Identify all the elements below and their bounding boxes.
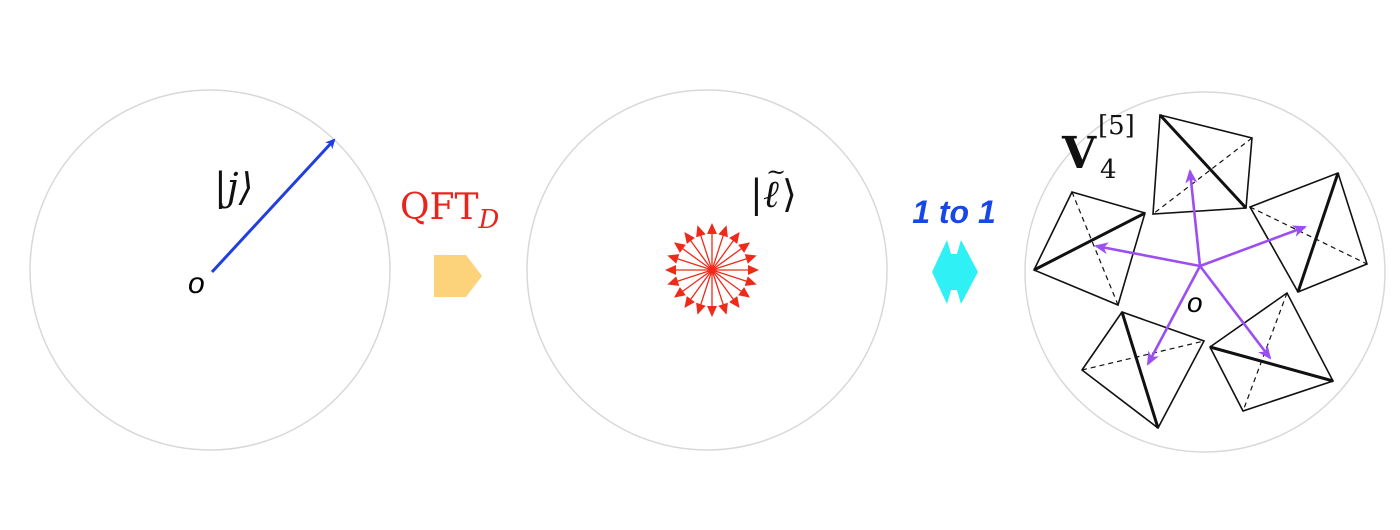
star-arrowhead (684, 296, 695, 309)
star-arrowhead (673, 242, 686, 253)
star-ray (699, 231, 713, 271)
panel-fourier-basis: | ℓ ~ ⟩ (526, 89, 888, 451)
ket-ell-tilde: ~ (766, 158, 786, 186)
qft-label: QFTD (400, 187, 500, 235)
star-ray (711, 231, 725, 271)
tetrahedron-2-icon (1248, 171, 1368, 294)
star-ray (699, 269, 713, 309)
state-circle-1 (29, 89, 391, 451)
ket-ell-tilde-label: | ℓ ~ ⟩ (750, 158, 797, 216)
star-arrowhead (707, 223, 717, 234)
panel-computational-basis: |j⟩ o (29, 89, 391, 451)
symbol-superscript: [5] (1098, 111, 1135, 141)
star-arrowhead (718, 225, 728, 238)
symbol-subscript: 4 (1100, 155, 1117, 185)
tetrahedron-5-icon (1208, 291, 1335, 412)
star-arrowhead (738, 242, 751, 253)
origin-label-3: o (1187, 287, 1203, 318)
tetrahedron-3-icon (1032, 191, 1146, 307)
star-ray (687, 237, 713, 271)
double-arrow-icon (932, 240, 978, 304)
star-arrowhead (665, 265, 676, 275)
star-arrowhead (744, 276, 757, 286)
star-arrowhead (707, 306, 717, 317)
star-arrowhead (673, 287, 686, 298)
star-ray (711, 237, 737, 271)
tetrahedron-4-icon (1080, 311, 1206, 430)
star-ray (711, 269, 745, 295)
tetrahedron-1-icon (1152, 113, 1253, 215)
star-ray (711, 245, 745, 271)
state-circle-2 (526, 89, 888, 451)
simplex-arrow-4 (1146, 265, 1202, 366)
star-arrowhead (718, 302, 728, 315)
simplex-arrow-2 (1199, 225, 1307, 268)
one-to-one-label: 1 to 1 (912, 194, 996, 230)
star-arrowhead (667, 276, 680, 286)
state-circle-3 (1024, 91, 1386, 453)
simplex-vector-arrows (1094, 169, 1307, 366)
star-arrowhead (744, 254, 757, 264)
star-arrowhead (738, 287, 751, 298)
ket-j-label: |j⟩ (214, 165, 253, 209)
star-arrowhead (684, 231, 695, 244)
ket-ell-bracket: ⟩ (782, 172, 797, 216)
one-to-one-transition: 1 to 1 (912, 194, 996, 304)
star-arrowhead (729, 296, 740, 309)
uniform-superposition-star-icon (665, 223, 759, 317)
simplex-set-symbol: V 4 [5] (1061, 111, 1135, 185)
star-ray (711, 269, 751, 283)
star-arrowhead (696, 302, 706, 315)
star-ray (687, 269, 713, 303)
star-arrowhead (696, 225, 706, 238)
star-ray (673, 257, 713, 271)
qft-label-subscript: D (478, 205, 500, 235)
star-arrowhead (729, 231, 740, 244)
ket-ell-letter: ℓ (763, 172, 779, 216)
star-ray (679, 269, 713, 295)
ket-ell-pipe: | (750, 172, 763, 216)
simplex-arrow-3 (1094, 242, 1201, 268)
star-arrowhead (667, 254, 680, 264)
star-ray (711, 269, 737, 303)
star-ray (673, 269, 713, 283)
star-ray (679, 245, 713, 271)
origin-label-1: o (188, 267, 205, 300)
star-ray (711, 257, 751, 271)
panel-simplex-basis: o V 4 [5] (1024, 91, 1386, 453)
qft-transition: QFTD (400, 187, 500, 297)
star-arrowhead (748, 265, 759, 275)
state-vector-arrow (210, 138, 336, 274)
qft-label-main: QFT (400, 187, 479, 228)
star-ray (711, 269, 725, 309)
symbol-v-bold: V (1061, 128, 1097, 179)
qft-arrow-icon (434, 255, 482, 297)
simplex-arrow-1 (1185, 169, 1202, 267)
simplex-arrow-5 (1198, 265, 1272, 360)
